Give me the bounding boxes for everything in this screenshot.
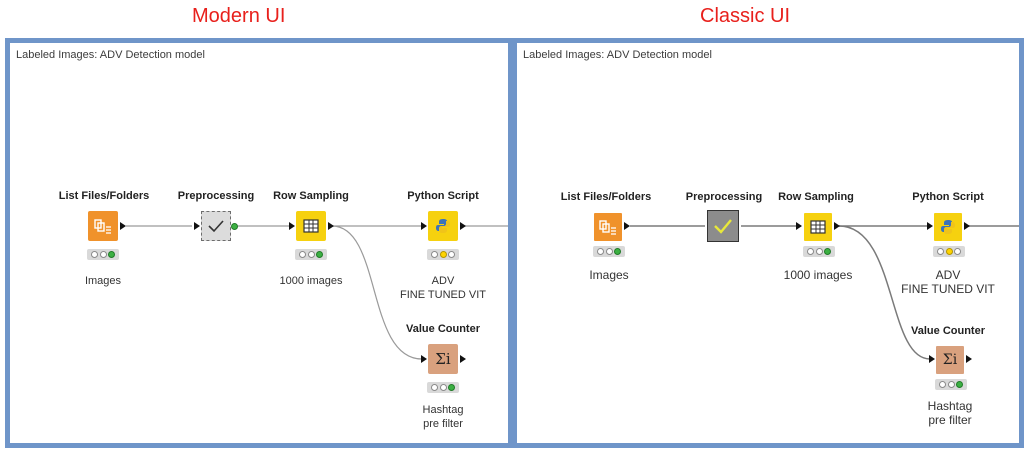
output-port[interactable] xyxy=(460,222,466,230)
node-annotation-row-sampling: 1000 images xyxy=(279,275,343,287)
node-label-value-counter: Value Counter xyxy=(406,323,480,335)
node-status-row-sampling xyxy=(803,246,835,257)
node-row-sampling[interactable] xyxy=(804,213,832,241)
connection-sampling-to-counter xyxy=(838,225,931,360)
node-python-script[interactable] xyxy=(428,211,458,241)
node-label-value-counter: Value Counter xyxy=(911,325,985,337)
modern-workflow-canvas[interactable]: Labeled Images: ADV Detection model List… xyxy=(5,38,513,448)
table-grid-icon xyxy=(810,220,826,234)
input-port[interactable] xyxy=(796,222,802,230)
node-label-list-files: List Files/Folders xyxy=(560,191,652,203)
output-port[interactable] xyxy=(624,222,630,230)
modern-ui-heading: Modern UI xyxy=(192,5,286,27)
table-grid-icon xyxy=(303,219,319,233)
output-port-dot[interactable] xyxy=(231,223,238,230)
node-status-value-counter xyxy=(427,382,459,393)
node-status-list-files xyxy=(593,246,625,257)
node-label-python-script: Python Script xyxy=(407,190,479,202)
output-port[interactable] xyxy=(834,222,840,230)
node-status-python-script xyxy=(427,249,459,260)
input-port[interactable] xyxy=(289,222,295,230)
sigma-icon: Σi xyxy=(942,352,958,368)
output-port[interactable] xyxy=(964,222,970,230)
node-value-counter[interactable]: Σi xyxy=(936,346,964,374)
output-port[interactable] xyxy=(460,355,466,363)
node-status-row-sampling xyxy=(295,249,327,260)
node-label-preprocessing: Preprocessing xyxy=(177,190,255,202)
output-port[interactable] xyxy=(120,222,126,230)
node-annotation-list-files: Images xyxy=(84,275,122,287)
folder-list-icon xyxy=(599,220,616,235)
node-label-preprocessing: Preprocessing xyxy=(685,191,763,203)
node-python-script[interactable] xyxy=(934,213,962,241)
node-annotation-row-sampling: 1000 images xyxy=(783,268,853,282)
connections xyxy=(630,225,1019,360)
checkmark-icon xyxy=(714,219,732,234)
node-status-value-counter xyxy=(935,379,967,390)
node-value-counter[interactable]: Σi xyxy=(428,344,458,374)
input-port[interactable] xyxy=(194,222,200,230)
classic-ui-heading: Classic UI xyxy=(700,5,791,27)
node-row-sampling[interactable] xyxy=(296,211,326,241)
input-port[interactable] xyxy=(929,355,935,363)
input-port[interactable] xyxy=(927,222,933,230)
checkmark-icon xyxy=(208,220,224,233)
node-status-python-script xyxy=(933,246,965,257)
classic-workflow-canvas[interactable]: Labeled Images: ADV Detection model List… xyxy=(512,38,1024,448)
python-icon xyxy=(941,220,955,234)
node-label-row-sampling: Row Sampling xyxy=(778,191,854,203)
node-preprocessing[interactable] xyxy=(707,210,739,242)
python-icon xyxy=(436,219,450,233)
sigma-icon: Σi xyxy=(435,350,451,368)
node-annotation-list-files: Images xyxy=(589,268,629,282)
node-preprocessing[interactable] xyxy=(201,211,231,241)
connections xyxy=(126,225,508,360)
node-label-row-sampling: Row Sampling xyxy=(273,190,349,202)
node-status-list-files xyxy=(87,249,119,260)
output-port[interactable] xyxy=(966,355,972,363)
folder-list-icon xyxy=(94,219,111,234)
input-port[interactable] xyxy=(421,355,427,363)
workflow-title: Labeled Images: ADV Detection model xyxy=(16,49,205,61)
workflow-title: Labeled Images: ADV Detection model xyxy=(523,49,712,61)
node-list-files[interactable] xyxy=(594,213,622,241)
output-port[interactable] xyxy=(328,222,334,230)
node-label-python-script: Python Script xyxy=(912,191,984,203)
connection-sampling-to-counter xyxy=(331,225,423,360)
input-port[interactable] xyxy=(421,222,427,230)
node-list-files[interactable] xyxy=(88,211,118,241)
node-label-list-files: List Files/Folders xyxy=(58,190,150,202)
